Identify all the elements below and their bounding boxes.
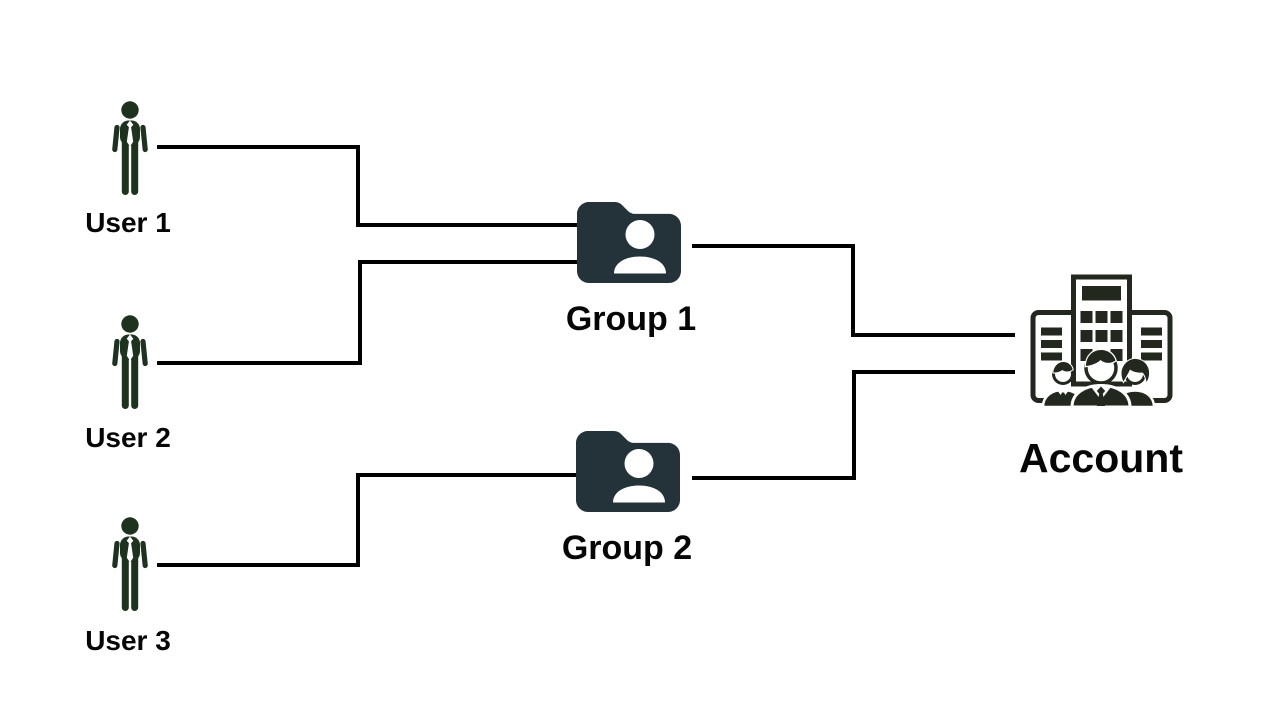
edge-group2-account (692, 370, 1015, 480)
user-node-1 (108, 101, 152, 199)
user-3-label: User 3 (85, 625, 171, 656)
account-node (1030, 273, 1173, 409)
edge-user2-group1 (157, 260, 578, 365)
businessman-icon (112, 517, 148, 611)
group-node-1 (577, 202, 681, 283)
user-node-3 (108, 517, 152, 615)
company-building-icon (1030, 274, 1173, 409)
user-1-label: User 1 (85, 207, 171, 238)
user-node-2 (108, 315, 152, 413)
businessman-figure (1070, 348, 1132, 409)
businessman-icon (112, 101, 148, 195)
account-label: Account (1019, 435, 1183, 481)
group-folder-icon (576, 431, 680, 512)
edge-user3-group2 (157, 473, 577, 567)
edge-group1-account (692, 244, 1015, 337)
user-2-label: User 2 (85, 422, 171, 453)
businessman-icon (112, 315, 148, 409)
edge-user1-group1 (157, 145, 578, 227)
group-node-2 (576, 431, 680, 512)
group-folder-icon (577, 202, 681, 283)
group-1-label: Group 1 (565, 300, 697, 338)
group-2-label: Group 2 (561, 529, 693, 567)
